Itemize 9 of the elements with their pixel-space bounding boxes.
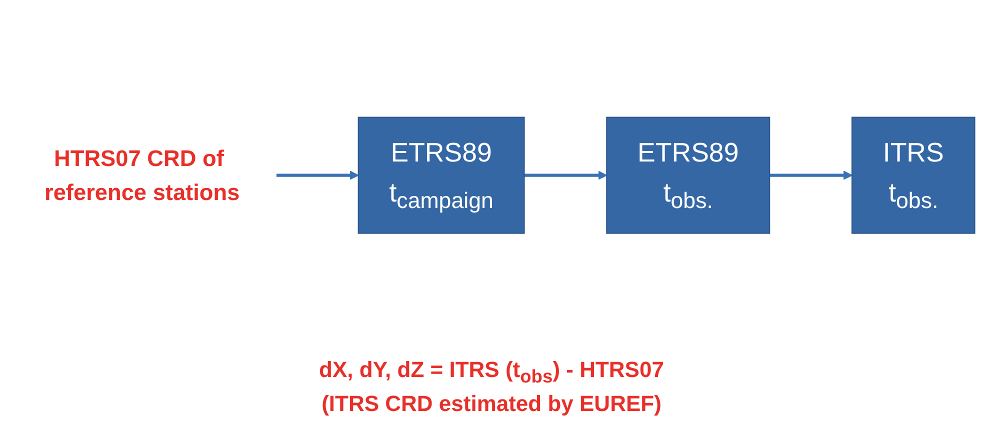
arrow: [770, 170, 852, 180]
node-box: ITRS t$_{obs.}$: [851, 116, 976, 234]
note-text: dX, dY, dZ = ITRS (t$_{obs}$) - HTRS07: [319, 356, 664, 387]
arrow: [276, 170, 359, 180]
node-text: HTRS07 CRD of reference stations: [44, 145, 240, 206]
node-box: ETRS89 t$_{campaign}$: [358, 116, 525, 234]
arrow: [524, 170, 608, 180]
note-text: (ITRS CRD estimated by EUREF): [322, 391, 662, 417]
node-box: ETRS89 t$_{obs.}$: [606, 116, 770, 234]
